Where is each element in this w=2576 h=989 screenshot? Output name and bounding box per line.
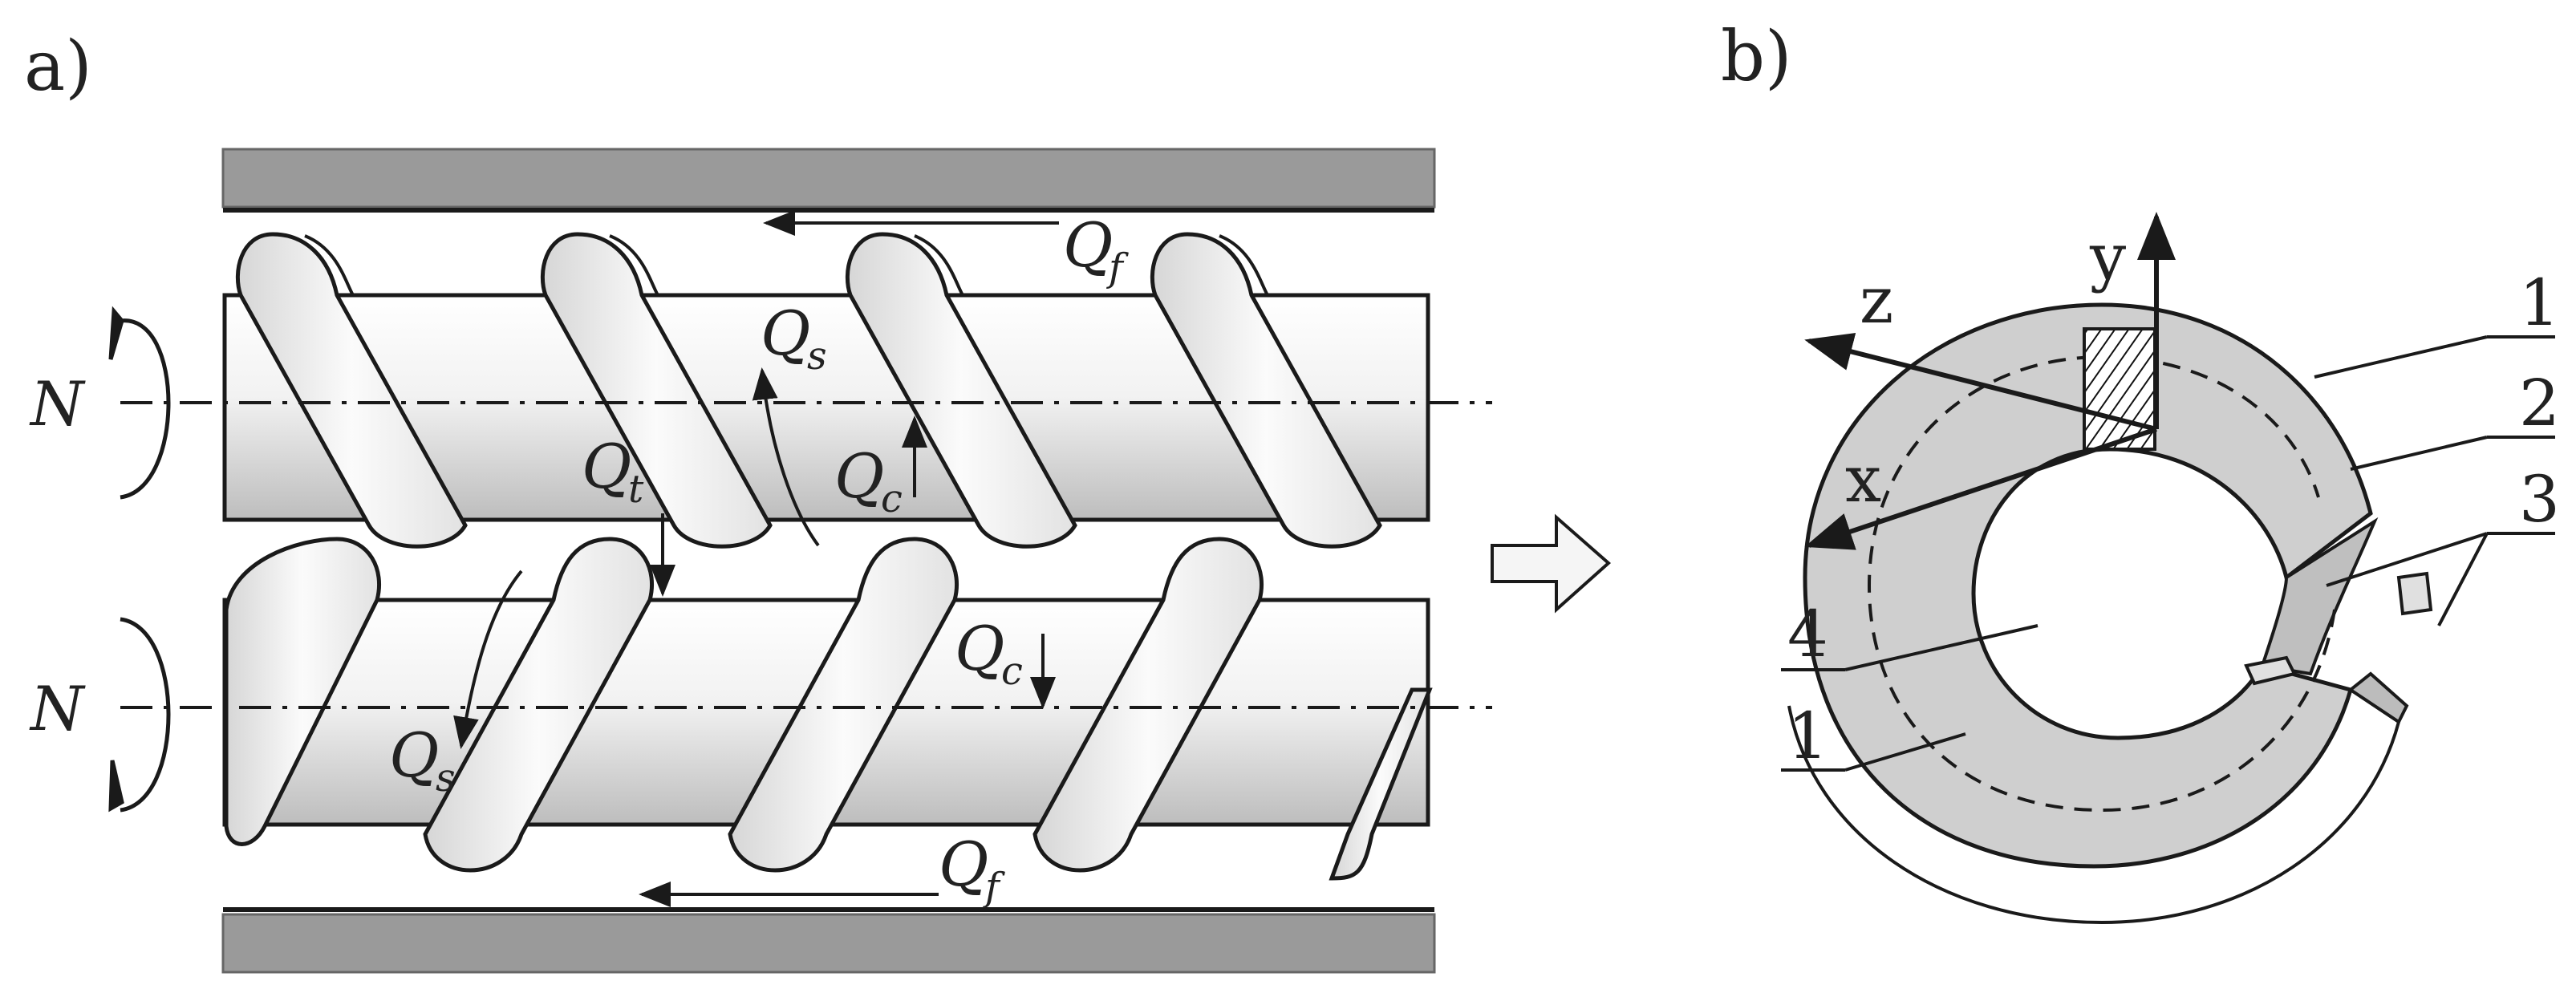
ring-mid-dashed — [1867, 355, 2336, 813]
callout-3: 3 — [2519, 462, 2560, 537]
flight-bottom-4 — [1032, 537, 1264, 873]
transition-arrow-icon — [1491, 513, 1612, 614]
flow-s-bottom-label: Q — [389, 719, 439, 791]
panel-b: b) y z x — [1721, 17, 2560, 925]
rotation-arrow-bottom — [108, 617, 171, 813]
flow-c-top-sub: c — [881, 476, 903, 521]
rotation-arrow-top — [108, 306, 171, 500]
axis-x-label: x — [1845, 442, 1881, 517]
screw-top-flights — [235, 232, 1382, 549]
ring-outer-edge — [1787, 688, 2401, 925]
panel-a-label: a) — [24, 26, 92, 107]
barrel-top — [221, 148, 1436, 209]
callout-2: 2 — [2519, 366, 2560, 440]
callout-leaders — [1781, 335, 2555, 772]
flight-top-3 — [845, 232, 1077, 549]
rotation-label-top: N — [29, 368, 86, 440]
flow-drag-top-sub: f — [1106, 245, 1129, 290]
flow-t-label: Q — [582, 431, 631, 502]
flight-bottom-1 — [224, 537, 382, 846]
flight-bottom-2 — [423, 537, 655, 873]
flow-c-bottom-label: Q — [955, 613, 1004, 684]
flight-bottom-5 — [1329, 687, 1433, 881]
flow-s-bottom-sub: s — [436, 756, 456, 801]
flow-drag-bottom-sub: f — [983, 865, 1005, 910]
flight-top-1 — [235, 232, 468, 549]
flow-s-top-sub: s — [807, 334, 827, 379]
flight-top-4 — [1150, 232, 1382, 549]
flight-bottom-3 — [728, 537, 959, 873]
barrel-bottom — [221, 913, 1436, 974]
axis-y-label: y — [2089, 220, 2126, 294]
callout-1-bottom: 1 — [1787, 699, 1828, 773]
axis-z-arrow — [1804, 333, 2157, 432]
callout-1-top: 1 — [2519, 265, 2560, 340]
flow-drag-bottom-label: Q — [939, 829, 988, 900]
flow-s-top-label: Q — [761, 298, 810, 369]
hatched-section — [2083, 327, 2156, 451]
ring-body — [1803, 302, 2373, 869]
ring-gap-block — [2244, 655, 2297, 686]
flow-drag-top-label: Q — [1063, 209, 1113, 281]
callout-4: 4 — [1787, 597, 1828, 671]
panel-a: a) — [24, 26, 1492, 974]
rotation-label-bottom: N — [29, 673, 86, 744]
flow-c-bottom-sub: c — [1001, 649, 1023, 694]
flow-s-bottom-arrow — [453, 569, 523, 749]
axis-z-label: z — [1860, 263, 1893, 338]
panel-b-label: b) — [1721, 17, 1792, 97]
axis-x-arrow — [1804, 427, 2157, 550]
flight-top-2 — [540, 232, 773, 549]
screw-top-crest-lines — [304, 234, 1269, 296]
ring-cut-face-right — [2347, 671, 2409, 724]
flow-c-top-label: Q — [834, 440, 884, 512]
ring-gap-block-2 — [2396, 571, 2433, 616]
flow-s-top-arrow — [752, 367, 820, 547]
ring-step — [2260, 517, 2379, 676]
screw-bottom-flights — [224, 537, 1433, 881]
flow-t-sub: t — [628, 467, 644, 512]
